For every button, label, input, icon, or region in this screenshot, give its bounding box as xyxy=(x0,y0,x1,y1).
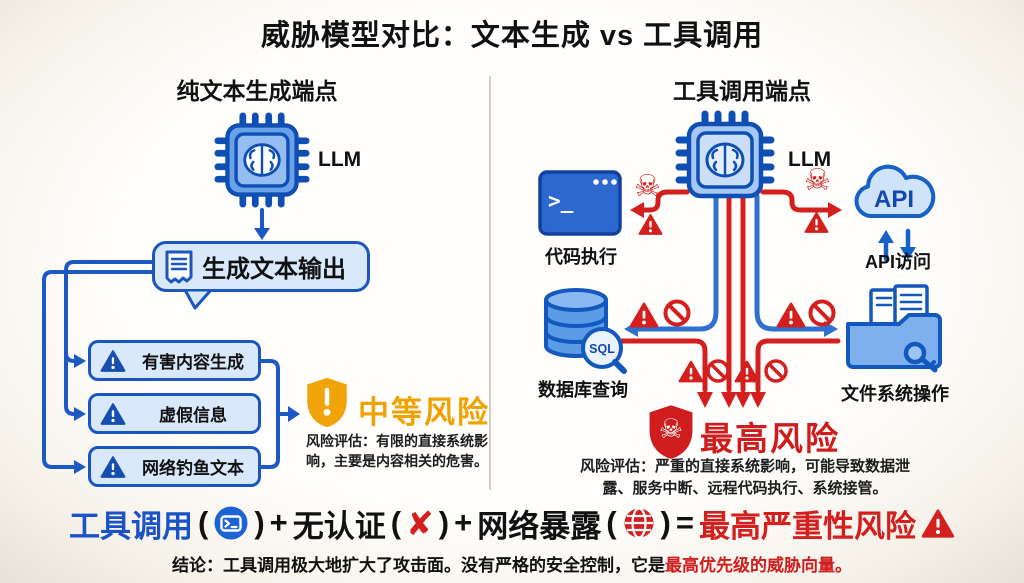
capability-label-code-execution: 代码执行 xyxy=(545,247,617,267)
paren: ) xyxy=(438,505,450,540)
globe-icon xyxy=(624,507,654,539)
right-red-connectors xyxy=(619,189,841,393)
magnifier-handle xyxy=(612,359,627,374)
warning-triangle-icon xyxy=(776,302,806,328)
tool-terminal-circle-icon xyxy=(214,506,248,540)
right-llm-label: LLM xyxy=(788,148,832,171)
database-icon: SQL xyxy=(544,288,627,374)
left-risk-line1: 风险评估：有限的直接系统影 xyxy=(306,433,488,449)
equals-sign: = xyxy=(675,505,694,540)
right-red-arrowheads xyxy=(630,202,842,408)
warning-triangle-icon xyxy=(638,214,663,235)
highest-risk-label: 最高风险 xyxy=(700,420,840,457)
warning-triangle-icon xyxy=(678,360,704,383)
right-column-heading: 工具调用端点 xyxy=(673,78,811,104)
equation-term-tool-calling: 工具调用 xyxy=(69,508,194,544)
threat-label: 网络钓鱼文本 xyxy=(142,459,244,478)
folder-files-icon xyxy=(846,284,942,373)
warning-triangle-icon xyxy=(804,212,829,233)
prohibited-icon xyxy=(808,299,836,327)
terminal-prompt-text: >_ xyxy=(548,189,574,213)
risk-equation: 工具调用 ( ) + 无认证 ( ✘ ) + 网络暴露 ( ) = 最高严重性风… xyxy=(0,497,1024,549)
right-blue-connectors xyxy=(631,193,831,332)
llm-chip-icon xyxy=(675,110,775,199)
conclusion-text: 结论：工具调用极大地扩大了攻击面。没有严格的安全控制，它是 xyxy=(172,556,665,575)
right-risk-note: 风险评估：严重的直接系统影响，可能导致数据泄 露、服务中断、远程代码执行、系统接… xyxy=(562,456,928,500)
paren: ( xyxy=(606,505,617,540)
llm-chip-icon xyxy=(214,112,310,208)
page-title: 威胁模型对比：文本生成 vs 工具调用 xyxy=(260,20,764,52)
equation-result: 最高严重性风险 xyxy=(698,508,916,544)
warning-triangle-icon xyxy=(629,302,659,328)
warning-triangle-icon xyxy=(921,508,955,538)
plus-sign: + xyxy=(269,505,288,540)
warning-triangle-icon xyxy=(100,402,126,425)
warning-triangle-icon xyxy=(734,360,760,383)
warning-triangle-icon xyxy=(100,455,126,478)
prohibited-icon xyxy=(663,299,691,327)
paren: ( xyxy=(390,505,402,540)
document-icon xyxy=(165,250,193,283)
threat-box-harmful-content: 有害内容生成 xyxy=(88,340,261,381)
equation-term-no-auth: 无认证 xyxy=(292,508,386,544)
skull-icon: ☠ xyxy=(804,163,831,198)
left-llm-label: LLM xyxy=(318,148,362,171)
skull-icon: ☠ xyxy=(658,414,684,445)
paren: ( xyxy=(198,505,209,540)
skull-icon: ☠ xyxy=(634,169,661,204)
bubble-tail xyxy=(183,289,213,310)
left-risk-line2: 响，主要是内容相关的危害。 xyxy=(306,453,488,469)
threat-label: 虚假信息 xyxy=(159,406,227,425)
highest-risk-shield-icon: ☠ xyxy=(646,403,696,461)
medium-risk-label: 中等风险 xyxy=(358,395,490,430)
right-risk-line2: 露、服务中断、远程代码执行、系统接管。 xyxy=(602,480,888,497)
text-output-bubble: 生成文本输出 xyxy=(152,241,370,292)
x-mark-icon: ✘ xyxy=(406,504,434,542)
left-column-heading: 纯文本生成端点 xyxy=(176,78,338,104)
left-flow-arrowheads xyxy=(74,228,300,474)
left-flow-connectors xyxy=(42,208,292,469)
threat-label: 有害内容生成 xyxy=(142,353,244,372)
left-risk-note: 风险评估：有限的直接系统影 响，主要是内容相关的危害。 xyxy=(295,431,499,471)
warning-triangle-icon xyxy=(100,349,126,372)
plus-sign: + xyxy=(454,505,473,540)
column-divider xyxy=(489,76,491,490)
key-icon xyxy=(903,341,938,373)
paren: ) xyxy=(254,505,265,540)
threat-box-misinformation: 虚假信息 xyxy=(88,393,261,434)
conclusion-highlight: 最高优先级的威胁向量。 xyxy=(665,556,852,575)
api-updown-arrows-icon xyxy=(878,228,916,262)
medium-risk-shield-icon xyxy=(307,377,347,428)
capability-label-api-access: API访问 xyxy=(864,252,931,272)
conclusion-line: 结论：工具调用极大地扩大了攻击面。没有严格的安全控制，它是最高优先级的威胁向量。 xyxy=(0,551,1024,576)
capability-label-file-system: 文件系统操作 xyxy=(841,384,949,404)
capability-label-database-query: 数据库查询 xyxy=(538,380,628,400)
api-cloud-text: API xyxy=(874,186,914,213)
equation-term-network-exposure: 网络暴露 xyxy=(477,508,602,544)
threat-box-phishing: 网络钓鱼文本 xyxy=(88,446,261,487)
text-output-label: 生成文本输出 xyxy=(202,256,346,283)
sql-magnifier-text: SQL xyxy=(589,342,615,356)
paren: ) xyxy=(660,505,671,540)
terminal-icon: >_ xyxy=(538,170,622,236)
api-cloud-icon: API xyxy=(854,164,936,218)
prohibited-icon xyxy=(706,359,730,383)
right-risk-line1: 风险评估：严重的直接系统影响，可能导致数据泄 xyxy=(579,458,910,475)
prohibited-icon xyxy=(764,359,788,383)
